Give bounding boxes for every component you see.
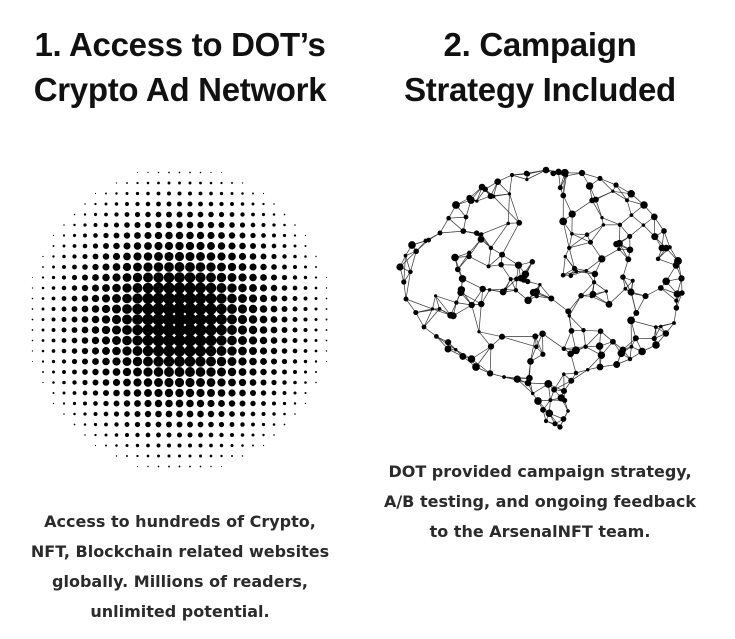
- feature-title-line: Crypto Ad Network: [33, 71, 327, 108]
- halftone-circle-icon: [31, 171, 328, 468]
- feature-description-line: DOT provided campaign strategy,: [388, 462, 692, 481]
- feature-description-line: Access to hundreds of Crypto,: [44, 512, 316, 531]
- feature-title: 1. Access to DOT’s Crypto Ad Network: [10, 22, 350, 112]
- feature-description-line: to the ArsenalNFT team.: [429, 522, 651, 541]
- feature-title: 2. Campaign Strategy Included: [370, 22, 710, 112]
- neural-brain-icon: [396, 166, 685, 430]
- feature-description-line: unlimited potential.: [90, 602, 270, 621]
- feature-description: DOT provided campaign strategy, A/B test…: [370, 457, 710, 547]
- feature-description-line: NFT, Blockchain related websites: [30, 542, 330, 561]
- feature-description-line: A/B testing, and ongoing feedback: [383, 492, 697, 511]
- feature-title-line: Strategy Included: [404, 71, 676, 108]
- feature-title-line: 2. Campaign: [443, 26, 637, 63]
- feature-description: Access to hundreds of Crypto, NFT, Block…: [10, 507, 350, 627]
- feature-description-line: globally. Millions of readers,: [52, 572, 308, 591]
- feature-title-line: 1. Access to DOT’s: [34, 26, 326, 63]
